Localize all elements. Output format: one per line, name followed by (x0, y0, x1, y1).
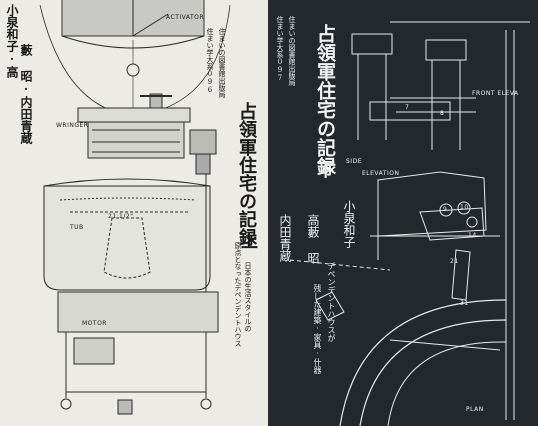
washing-machine-drawing (39, 0, 231, 415)
label-num-8: 8 (440, 110, 445, 117)
subtitle-right-1: デペンデントハウスが (327, 262, 336, 342)
publisher-line2-right: 住まい学大系097 (276, 16, 284, 82)
left-book-cover: ACTIVATOR WRINGER TUB 21 1/2" MOTOR 小泉和子… (0, 0, 268, 426)
publisher-line2: 住まい学大系096 (206, 28, 214, 94)
label-num-21: 21 (450, 258, 459, 265)
publisher-line1: 住まいの図書館出版局 (218, 28, 226, 98)
label-activator: ACTIVATOR (166, 14, 205, 21)
book-title-left: 占領軍住宅の記録 (236, 102, 257, 246)
right-book-cover: FRONT ELEVA SIDE ELEVATION PLAN 7 8 9 10… (270, 0, 538, 426)
author-1: 小泉和子 (342, 200, 356, 248)
author-2: 高藪 昭 (306, 214, 320, 264)
subtitle-left-1: 日本の生活スタイルの (244, 262, 252, 332)
label-num-7: 7 (405, 104, 410, 111)
label-num-14: 14 (468, 232, 477, 239)
label-plan: PLAN (466, 406, 484, 413)
book-title-right: 占領軍住宅の記録 (314, 24, 336, 176)
volume-left: 上 (237, 232, 257, 249)
volume-right: 下 (314, 160, 335, 178)
label-motor: MOTOR (82, 320, 107, 327)
label-num-9: 9 (443, 206, 448, 213)
label-side-elevation: ELEVATION (362, 170, 400, 177)
chair-drawing (289, 21, 530, 426)
label-side: SIDE (346, 158, 362, 165)
label-num-10: 10 (460, 204, 469, 211)
label-wringer: WRINGER (56, 122, 89, 129)
authors-rest: 藪 昭·内田青蔵 (19, 44, 33, 144)
subtitle-left-2: 原点となったデペンデントハウス (234, 242, 242, 347)
subtitle-right-2: 残した建築·家具·什器 (313, 284, 322, 374)
author-3: 内田青蔵 (278, 214, 292, 262)
label-num-31: 31 (460, 300, 469, 307)
publisher-line1-right: 住まいの図書館出版局 (288, 16, 296, 86)
label-dimension: 21 1/2" (108, 213, 134, 220)
label-front-elevation: FRONT ELEVA (472, 90, 519, 97)
authors-line1: 小泉和子·高 (5, 4, 19, 78)
label-tub: TUB (70, 224, 84, 231)
